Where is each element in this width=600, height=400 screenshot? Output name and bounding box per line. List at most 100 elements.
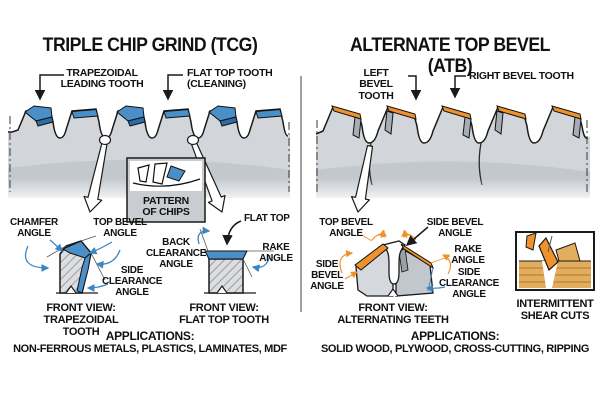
kerf-cut [542, 261, 558, 288]
label-line: ANGLE [17, 227, 51, 239]
label-line: SIDE [315, 259, 339, 270]
label-line: ANGLE [451, 254, 485, 266]
wood-chip [525, 232, 537, 251]
label-side-clearance-angle-tcg: SIDE CLEARANCE ANGLE [102, 265, 163, 298]
label-chamfer-angle: CHAMFER ANGLE [8, 217, 60, 240]
caption-line: FLAT TOP TOOTH [179, 313, 269, 326]
label-line: BEVEL [311, 269, 343, 281]
pattern-line: OF CHIPS [142, 206, 190, 219]
label-rake-angle-tcg: RAKE ANGLE [256, 242, 296, 265]
label-line: BACK [162, 237, 190, 248]
chip-glyph [137, 164, 150, 183]
callout-line: TRAPEZOIDAL [66, 67, 138, 79]
callout-trapezoidal-leading-tooth: TRAPEZOIDAL LEADING TOOTH [58, 67, 146, 91]
pattern-line: PATTERN [143, 195, 189, 207]
atb-bevel-tips [331, 105, 582, 139]
atb-gullet-facet [398, 247, 409, 273]
flat-tooth-top [204, 250, 248, 260]
label-line: ANGLE [438, 227, 472, 239]
callout-line: (CLEANING) [187, 78, 246, 91]
caption-line: FRONT VIEW: [46, 302, 116, 314]
label-line: SIDE [457, 267, 481, 278]
atb-gullet [381, 240, 407, 285]
caption-front-view-trapezoidal: FRONT VIEW: TRAPEZOIDAL TOOTH [25, 302, 137, 339]
angle-arrows-blue [197, 226, 271, 273]
label-line: CLEARANCE [438, 277, 500, 289]
label-line: TOP BEVEL [93, 217, 147, 228]
atb-blade-edge-outline [315, 106, 589, 144]
label-line: CLEARANCE [102, 275, 163, 287]
label-line: ANGLE [115, 286, 149, 298]
callout-flat-top-tooth: FLAT TOP TOOTH (CLEANING) [187, 67, 282, 91]
label-back-clearance-angle: BACK CLEARANCE ANGLE [146, 237, 207, 270]
callout-line: FLAT TOP TOOTH [187, 67, 273, 79]
callout-left-bevel-tooth: LEFT BEVEL TOOTH [346, 67, 406, 102]
caption-line: TRAPEZOIDAL TOOTH [43, 313, 119, 338]
angle-arrows-blue [24, 239, 121, 292]
caption-line: FRONT VIEW: [189, 302, 259, 314]
pointer-tail-circle [98, 134, 112, 146]
label-line: ANGLE [329, 227, 363, 239]
label-line: ANGLE [259, 252, 293, 264]
chip-glyph-blue [166, 165, 186, 182]
label-line: ANGLE [159, 258, 193, 270]
label-line: RAKE [262, 242, 290, 253]
break-mark [388, 289, 398, 296]
label-line: RAKE [454, 244, 482, 255]
tcg-flat-tooth-tips [71, 108, 283, 119]
caption-line: INTERMITTENT [516, 298, 594, 310]
tcg-applications: NON-FERROUS METALS, PLASTICS, LAMINATES,… [13, 343, 287, 355]
pattern-of-chips-label: PATTERN OF CHIPS [127, 195, 205, 219]
atb-applications-title: APPLICATIONS: [410, 329, 500, 343]
lifted-splinter [555, 242, 581, 262]
shear-cuts-inset [515, 231, 595, 291]
label-side-bevel-angle-left: SIDE BEVEL ANGLE [306, 259, 348, 292]
flat-tooth-body [208, 258, 244, 294]
callout-right-bevel-tooth: RIGHT BEVEL TOOTH [469, 70, 574, 82]
front-view-flat-top [197, 220, 274, 294]
atb-applications: SOLID WOOD, PLYWOOD, CROSS-CUTTING, RIPP… [320, 343, 590, 355]
label-line: CHAMFER [10, 217, 58, 228]
atb-left-bevel-strip [354, 243, 389, 271]
pattern-of-chips-box [126, 157, 206, 223]
front-view-alternating [339, 226, 452, 297]
front-view-trapezoidal [24, 235, 121, 294]
tcg-pointer-arrow-left [83, 139, 109, 213]
label-side-bevel-angle-right: SIDE BEVEL ANGLE [425, 217, 485, 240]
label-rake-angle-atb: RAKE ANGLE [448, 244, 488, 267]
caption-line: SHEAR CUTS [520, 309, 590, 322]
callout-line: TOOTH [358, 89, 394, 102]
label-line: SIDE [120, 265, 144, 276]
flat-top-arrow [222, 220, 242, 246]
break-mark [66, 286, 76, 293]
label-line: ANGLE [452, 288, 486, 300]
label-side-clearance-angle-atb: SIDE CLEARANCE ANGLE [438, 267, 500, 300]
callout-connectors [34, 74, 466, 101]
atb-title: ALTERNATE TOP BEVEL (ATB) [350, 35, 550, 77]
callout-line: LEADING TOOTH [60, 78, 144, 91]
label-flat-top: FLAT TOP [244, 213, 290, 224]
centerline-marks [9, 116, 588, 192]
pointer-tail-circle [186, 134, 200, 146]
pointer-arrows [83, 134, 374, 213]
atb-pointer-arrow [351, 145, 374, 213]
angle-arrows-blue [425, 267, 446, 293]
tcg-trapezoidal-tooth-tips [24, 105, 238, 127]
label-line: ANGLE [103, 227, 137, 239]
label-top-bevel-angle-tcg: TOP BEVEL ANGLE [92, 217, 148, 240]
caption-line: ALTERNATING TEETH [337, 313, 449, 326]
callout-line: LEFT BEVEL [359, 67, 393, 91]
label-line: ANGLE [310, 280, 344, 292]
label-top-bevel-angle-atb: TOP BEVEL ANGLE [318, 217, 374, 240]
break-mark [217, 286, 227, 293]
caption-front-view-alternating: FRONT VIEW: ALTERNATING TEETH [336, 302, 450, 327]
caption-line: FRONT VIEW: [358, 302, 428, 314]
label-line: CLEARANCE [146, 247, 207, 259]
caption-shear-cuts: INTERMITTENT SHEAR CUTS [508, 298, 600, 323]
tcg-blade-edge-outline [8, 108, 289, 139]
cutting-tooth [538, 236, 559, 272]
label-line: TOP BEVEL [319, 217, 373, 228]
caption-front-view-flat: FRONT VIEW: FLAT TOP TOOTH [170, 302, 278, 327]
